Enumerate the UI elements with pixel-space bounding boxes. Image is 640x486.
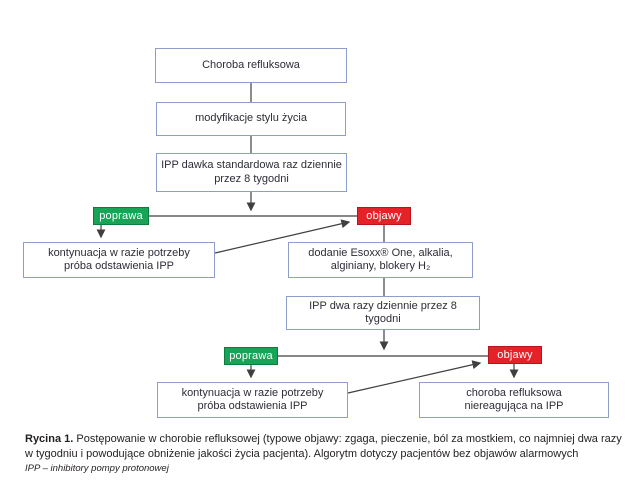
label-text: objawy — [366, 210, 402, 222]
node-modyfikacje-stylu-zycia: modyfikacje stylu życia — [156, 102, 346, 136]
label-objawy-2: objawy — [488, 346, 542, 364]
node-text: Choroba refluksowa — [202, 58, 300, 71]
node-text-line1: dodanie Esoxx® One, alkalia, — [308, 246, 453, 259]
node-text-line1: IPP dawka standardowa raz dziennie — [161, 159, 342, 171]
node-text-line2: niereagująca na IPP — [464, 400, 564, 412]
label-poprawa-1: poprawa — [93, 207, 149, 225]
figure-caption: Rycina 1. Postępowanie w chorobie refluk… — [25, 432, 625, 462]
node-text-line2: próba odstawienia IPP — [63, 260, 175, 272]
node-dodanie-esoxx: dodanie Esoxx® One, alkalia, alginiany, … — [288, 242, 473, 278]
node-text-line2: przez 8 tygodni — [214, 172, 289, 185]
node-text-line1: kontynuacja w razie potrzeby — [181, 386, 324, 399]
node-kontynuacja-2: kontynuacja w razie potrzeby próba odsta… — [157, 382, 348, 418]
node-text: modyfikacje stylu życia — [195, 112, 307, 125]
node-kontynuacja-1: kontynuacja w razie potrzeby próba odsta… — [23, 242, 215, 278]
figure-caption-label: Rycina 1. — [25, 433, 74, 445]
node-choroba-niereagujaca: choroba refluksowa niereagująca na IPP — [419, 382, 609, 418]
node-text-line1: kontynuacja w razie potrzeby — [48, 246, 190, 259]
node-text-line2: próba odstawienia IPP — [197, 400, 308, 412]
label-poprawa-2: poprawa — [224, 347, 278, 365]
node-ipp-dwa-razy: IPP dwa razy dziennie przez 8 tygodni — [286, 296, 480, 330]
node-choroba-refluksowa: Choroba refluksowa — [155, 48, 347, 83]
label-text: poprawa — [99, 210, 143, 222]
node-text: IPP dwa razy dziennie przez 8 tygodni — [309, 299, 457, 326]
node-ipp-dawka-standardowa: IPP dawka standardowa raz dziennie przez… — [156, 153, 347, 192]
label-text: poprawa — [229, 350, 273, 362]
label-objawy-1: objawy — [357, 207, 411, 225]
figure-caption-text: Postępowanie w chorobie refluksowej (typ… — [25, 433, 622, 460]
node-text-line2: alginiany, blokery H₂ — [330, 260, 431, 272]
node-text-line1: choroba refluksowa — [466, 386, 562, 399]
label-text: objawy — [497, 349, 533, 361]
figure-footnote: IPP – inhibitory pompy protonowej — [25, 463, 169, 474]
